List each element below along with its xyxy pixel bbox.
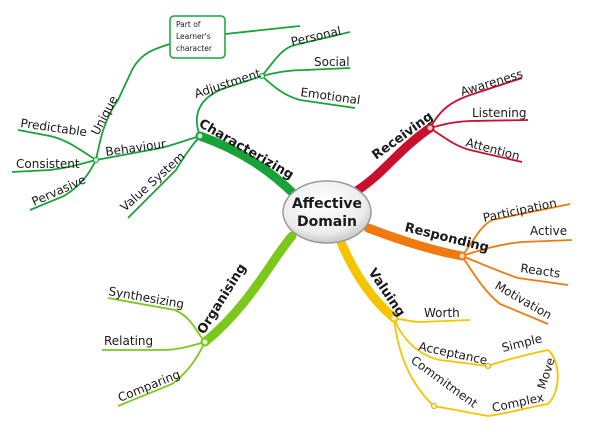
- responding-link-motivation: [461, 255, 549, 325]
- responding-link-reacts: [461, 255, 569, 286]
- simple-label: Simple: [500, 331, 543, 354]
- reacts-label: Reacts: [520, 261, 562, 280]
- valuing-main-link: [335, 235, 399, 323]
- behaviour-link-predictable: [17, 129, 97, 161]
- responding-link-participation: [461, 203, 571, 257]
- consistent-label: Consistent: [16, 157, 80, 171]
- active-label: Active: [530, 224, 567, 238]
- adjustment-node: [259, 73, 265, 79]
- valuing-node: [390, 314, 398, 322]
- unique-label: Unique: [88, 93, 120, 137]
- organising-node: [201, 338, 209, 346]
- value-system-label: Value System: [118, 149, 188, 214]
- receiving-link-attention: [429, 127, 523, 163]
- predictable-label: Predictable: [20, 116, 88, 139]
- responding-main-link: [363, 223, 467, 261]
- move-label: Move: [535, 356, 558, 391]
- note-box: [169, 15, 226, 59]
- valuing-link-simple: [487, 349, 549, 367]
- branch-receiving: Receiving Awareness Listening Attention: [353, 67, 529, 195]
- center-line1: Affective: [292, 196, 362, 212]
- adjustment-link-personal: [261, 31, 351, 77]
- organising-link-relating: [102, 341, 206, 351]
- behaviour-link-consistent: [11, 159, 97, 173]
- awareness-label: Awareness: [459, 67, 525, 99]
- adjustment-link-social: [261, 67, 351, 77]
- adjustment-link-emotional: [261, 75, 356, 109]
- characterizing-main-link: [195, 131, 301, 201]
- pervasive-label: Pervasive: [30, 173, 88, 209]
- receiving-main-link: [353, 123, 435, 195]
- characterizing-label: Characterizing: [196, 116, 296, 182]
- receiving-link-awareness: [429, 77, 523, 129]
- commitment-node: [431, 403, 437, 409]
- organising-link-synthesizing: [107, 297, 206, 343]
- receiving-link-listening: [429, 119, 529, 129]
- characterizing-link-adjustment: [195, 75, 263, 137]
- behaviour-label: Behaviour: [104, 137, 166, 159]
- complex-label: Complex: [491, 390, 545, 415]
- valuing-link-move: [547, 349, 559, 405]
- listening-label: Listening: [472, 106, 527, 120]
- attention-label: Attention: [464, 135, 521, 163]
- receiving-node: [426, 124, 434, 132]
- characterizing-link-value-system: [127, 135, 201, 219]
- organising-main-link: [200, 231, 297, 347]
- valuing-link-complex: [487, 403, 549, 417]
- worth-label: Worth: [424, 306, 460, 320]
- responding-node: [458, 252, 466, 260]
- adjustment-label: Adjustment: [193, 66, 263, 101]
- center-line2: Domain: [297, 214, 357, 230]
- organising-link-comparing: [117, 341, 206, 407]
- behaviour-node: [93, 157, 99, 163]
- comparing-label: Comparing: [116, 367, 182, 405]
- personal-label: Personal: [290, 24, 343, 49]
- valuing-link-acceptance: [393, 317, 489, 367]
- center-ellipse: [282, 180, 372, 244]
- motivation-label: Motivation: [493, 278, 555, 322]
- responding-link-active: [461, 239, 573, 257]
- synthesizing-label: Synthesizing: [107, 284, 185, 311]
- relating-label: Relating: [104, 334, 153, 348]
- branch-organising: Organising Synthesizing Relating Compari…: [102, 231, 297, 407]
- note-line2: Learner's: [176, 32, 211, 41]
- characterizing-link-behaviour: [95, 135, 201, 161]
- center-node: Affective Domain: [282, 180, 372, 244]
- social-label: Social: [314, 55, 350, 69]
- behaviour-link-pervasive: [29, 159, 97, 211]
- participation-label: Participation: [482, 196, 558, 225]
- note-line1: Part of: [176, 20, 201, 29]
- note-line3: character: [176, 44, 213, 53]
- characterizing-node: [196, 132, 204, 140]
- acceptance-node: [485, 363, 491, 369]
- behaviour-link-unique: [95, 43, 171, 161]
